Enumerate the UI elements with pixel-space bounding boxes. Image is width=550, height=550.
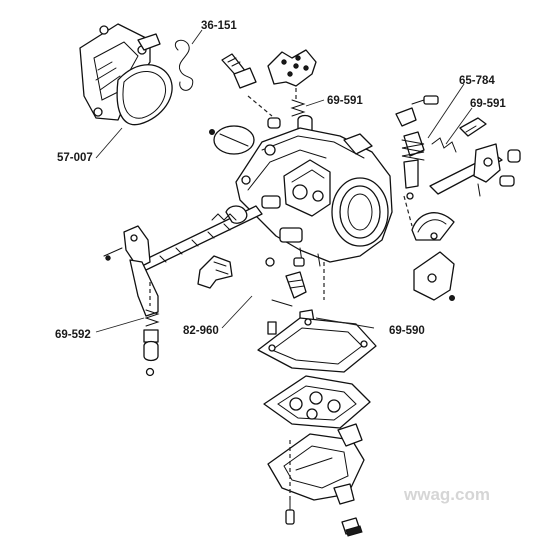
assembly-line-right xyxy=(403,195,413,227)
leader-69-591-top xyxy=(305,99,325,107)
spring-69-591-right xyxy=(431,117,487,153)
leader-69-591-right xyxy=(445,107,473,145)
bracket-plate xyxy=(413,251,455,301)
cover-plate-assembly xyxy=(79,23,173,126)
carburetor-body xyxy=(235,127,393,267)
leader-82-960 xyxy=(221,295,253,329)
assembly-line-top xyxy=(247,95,273,117)
bottom-plug xyxy=(341,517,363,537)
part-label-36-151: 36-151 xyxy=(201,20,237,32)
part-label-57-007: 57-007 xyxy=(57,152,93,164)
half-disc-plate xyxy=(411,212,455,241)
leader-36-151 xyxy=(191,29,203,45)
throttle-lever-right xyxy=(429,143,521,197)
part-label-69-591-top: 69-591 xyxy=(327,95,363,107)
leader-69-590 xyxy=(315,317,375,329)
fuel-inlet-elbow xyxy=(197,255,233,289)
elbow-fitting xyxy=(221,53,257,89)
part-label-65-784: 65-784 xyxy=(459,75,495,87)
part-label-69-592: 69-592 xyxy=(55,329,91,341)
watermark: wwag.com xyxy=(403,485,490,504)
leader-69-592 xyxy=(95,317,145,333)
pump-body-bottom xyxy=(267,423,365,505)
part-label-69-591-right: 69-591 xyxy=(470,98,506,110)
gasket-lower xyxy=(263,375,371,429)
leader-57-007 xyxy=(95,127,123,159)
screw-top-right xyxy=(411,95,439,105)
pump-cover-star xyxy=(267,49,317,87)
cover-disc xyxy=(209,125,255,155)
gasket-upper xyxy=(257,317,377,373)
leader-65-784 xyxy=(427,83,465,139)
part-label-69-590: 69-590 xyxy=(389,325,425,337)
idle-screw-assembly-65-784 xyxy=(395,107,425,200)
throttle-shaft-left xyxy=(103,205,263,317)
bottom-screw xyxy=(285,499,295,525)
spring-clip xyxy=(174,39,194,91)
spring-69-592 xyxy=(143,309,160,377)
part-label-82-960: 82-960 xyxy=(183,325,219,337)
